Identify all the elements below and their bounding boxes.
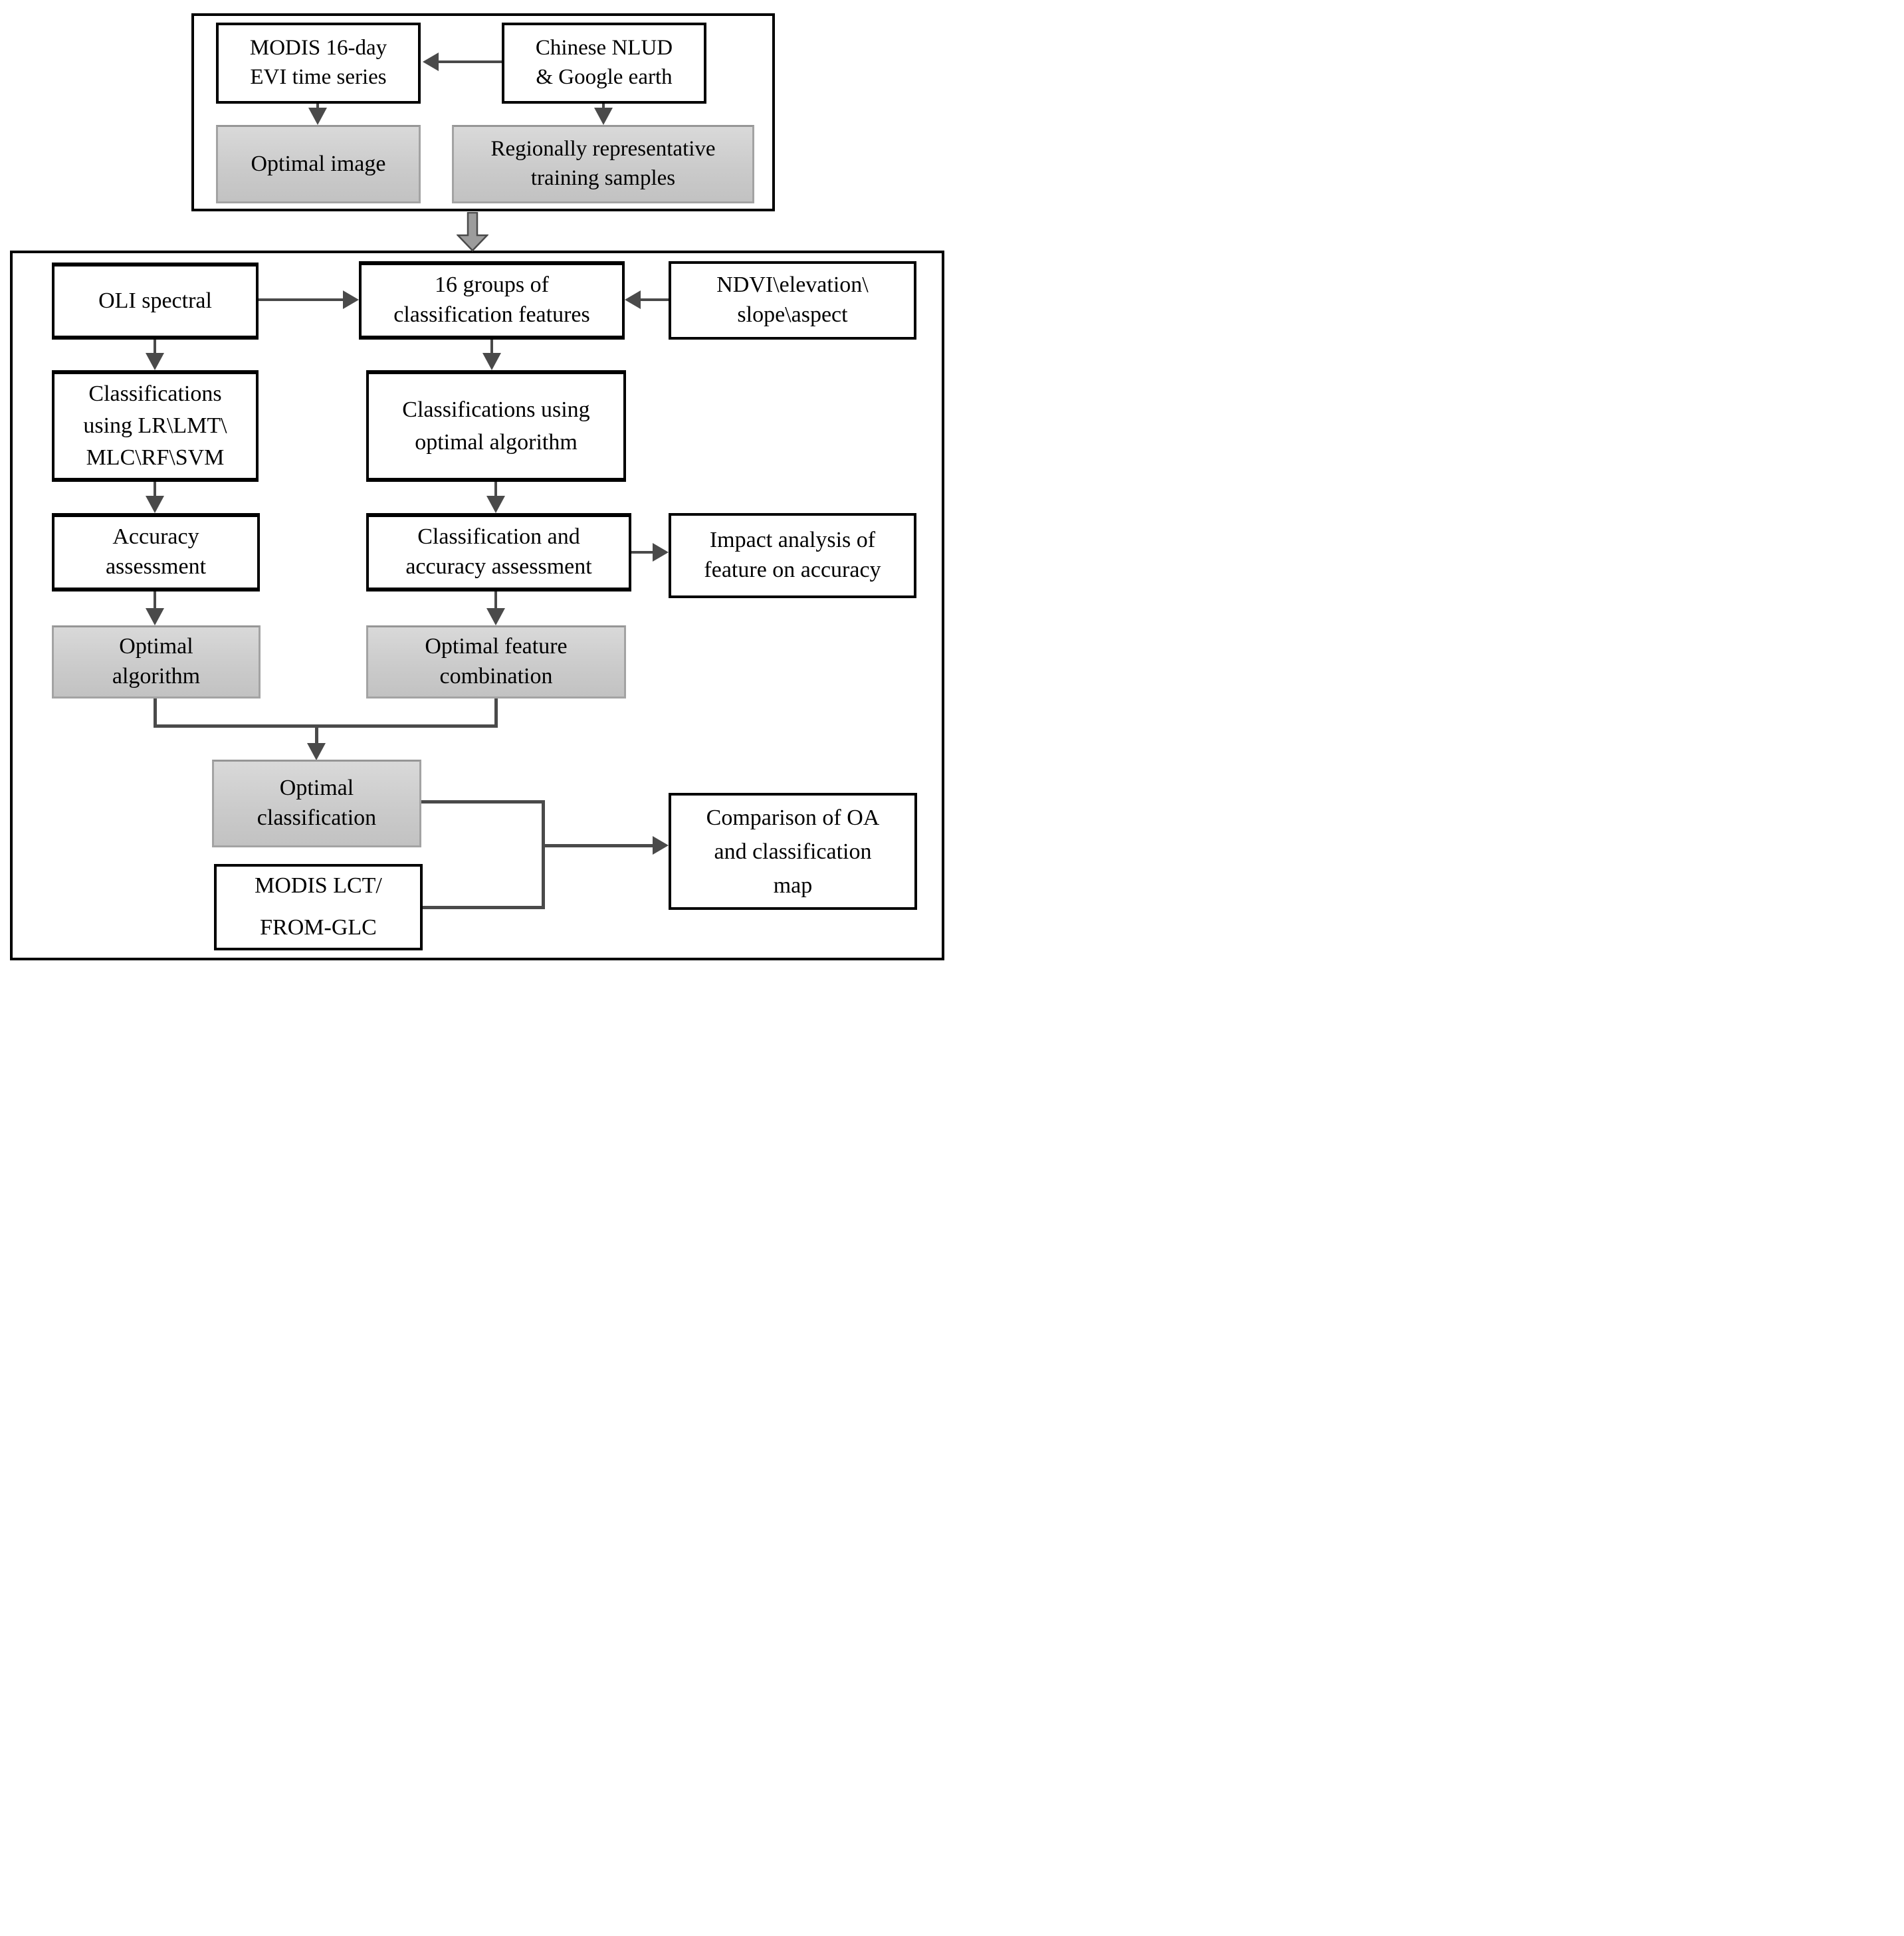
arrow-line xyxy=(639,298,669,301)
arrow-head-right-icon xyxy=(653,543,669,562)
node-optimal-feature: Optimal feature combination xyxy=(366,625,626,699)
node-modis-evi: MODIS 16-day EVI time series xyxy=(216,23,421,104)
connector-line xyxy=(154,724,498,728)
arrow-head-right-icon xyxy=(343,290,359,309)
flowchart: MODIS 16-day EVI time series Chinese NLU… xyxy=(0,0,952,968)
arrow-line xyxy=(494,592,497,610)
arrow-head-down-icon xyxy=(486,496,505,513)
node-oli-spectral: OLI spectral xyxy=(52,263,259,340)
arrow-head-down-icon xyxy=(482,353,501,370)
arrow-line xyxy=(490,340,493,356)
node-chinese-nlud: Chinese NLUD & Google earth xyxy=(502,23,706,104)
node-comparison: Comparison of OA and classification map xyxy=(669,793,917,910)
connector-line xyxy=(494,699,498,728)
node-impact-analysis: Impact analysis of feature on accuracy xyxy=(669,513,916,598)
connector-line xyxy=(544,844,654,847)
arrow-head-down-icon xyxy=(146,496,164,513)
arrow-line xyxy=(494,482,497,498)
arrow-line xyxy=(154,340,156,356)
arrow-head-right-icon xyxy=(653,836,669,855)
node-class-optimal: Classifications using optimal algorithm xyxy=(366,370,626,482)
arrow-line xyxy=(154,482,156,498)
block-arrow-down-icon xyxy=(457,212,488,252)
node-feature-groups: 16 groups of classification features xyxy=(359,261,625,340)
node-class-accuracy: Classification and accuracy assessment xyxy=(366,513,631,592)
connector-line xyxy=(542,800,545,909)
main-section-container xyxy=(10,251,944,960)
arrow-line xyxy=(438,60,502,63)
arrow-head-down-icon xyxy=(146,353,164,370)
arrow-head-left-icon xyxy=(423,53,439,71)
connector-line xyxy=(421,800,545,804)
arrow-line xyxy=(154,592,156,610)
connector-line xyxy=(315,726,318,746)
arrow-line xyxy=(631,551,653,554)
node-optimal-image: Optimal image xyxy=(216,125,421,203)
node-training-samples: Regionally representative training sampl… xyxy=(452,125,754,203)
arrow-line xyxy=(316,104,319,110)
node-class-algorithms: Classifications using LR\LMT\ MLC\RF\SVM xyxy=(52,370,259,482)
node-optimal-classification: Optimal classification xyxy=(212,760,421,847)
arrow-head-down-icon xyxy=(307,743,326,760)
node-accuracy-assessment: Accuracy assessment xyxy=(52,513,260,592)
arrow-head-down-icon xyxy=(594,108,613,125)
arrow-head-down-icon xyxy=(308,108,327,125)
top-section-container xyxy=(191,13,775,211)
arrow-line xyxy=(602,104,605,110)
connector-line xyxy=(154,699,157,728)
node-ndvi-terrain: NDVI\elevation\ slope\aspect xyxy=(669,261,916,340)
arrow-head-down-icon xyxy=(146,608,164,625)
connector-line xyxy=(423,906,545,909)
node-optimal-algorithm: Optimal algorithm xyxy=(52,625,261,699)
arrow-head-down-icon xyxy=(486,608,505,625)
arrow-head-left-icon xyxy=(625,290,641,309)
node-modis-lct: MODIS LCT/ FROM-GLC xyxy=(214,864,423,950)
arrow-line xyxy=(259,298,344,301)
